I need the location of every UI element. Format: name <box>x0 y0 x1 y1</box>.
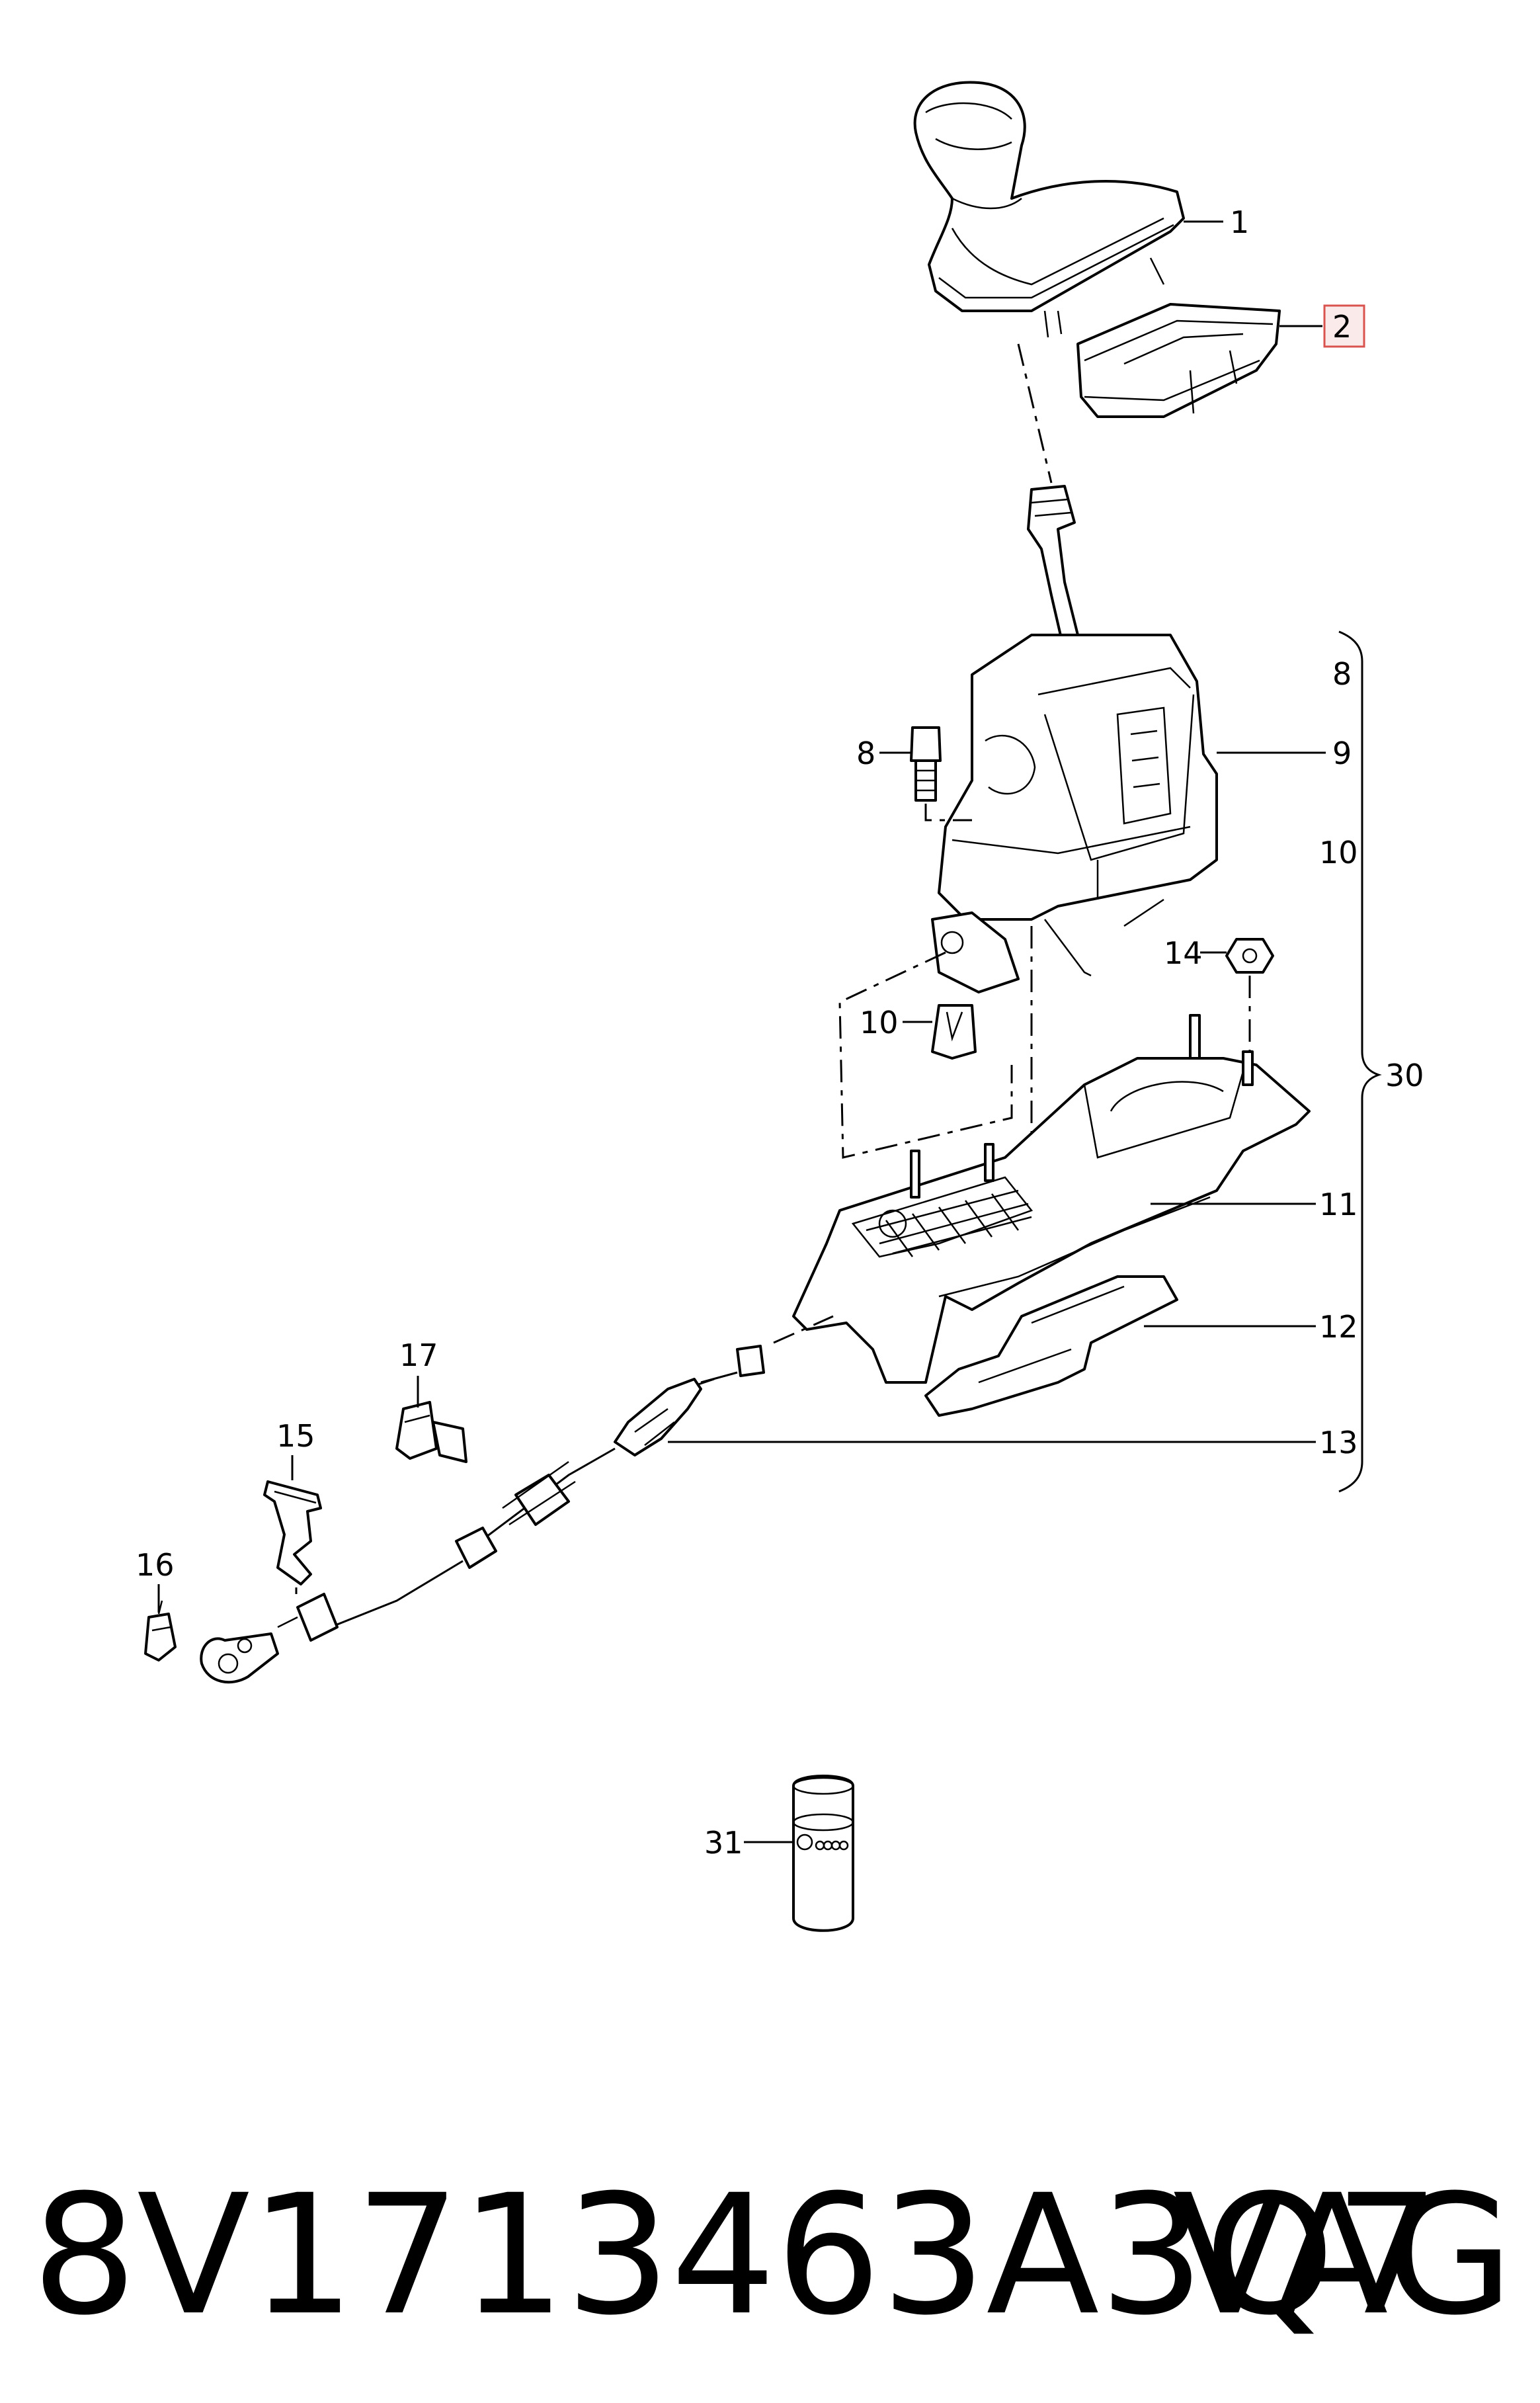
retaining-clip <box>931 1004 977 1060</box>
base-frame <box>792 1014 1311 1384</box>
insulation-pad <box>924 1275 1178 1417</box>
callout-15: 15 <box>276 1418 315 1454</box>
shift-cable <box>200 1315 834 1684</box>
assembly-bracket-30 <box>1338 630 1382 1493</box>
bracket-clip-15 <box>263 1480 322 1585</box>
shift-indicator-panel <box>1076 303 1281 418</box>
assembly-line-bolt <box>924 804 972 822</box>
callout-14: 14 <box>1164 935 1203 971</box>
callout-11: 11 <box>1319 1187 1358 1222</box>
bolt <box>910 726 942 802</box>
gear-knob-boot <box>913 81 1185 338</box>
assembly-line-knob-lever <box>1017 343 1053 484</box>
callout-30: 30 <box>1385 1058 1424 1093</box>
callout-10-right: 10 <box>1319 835 1358 870</box>
callout-31: 31 <box>704 1825 743 1861</box>
callout-2-highlight-box <box>1323 304 1365 348</box>
callout-2: 2 <box>1332 309 1352 345</box>
callout-1: 1 <box>1230 204 1249 240</box>
selector-lever-mechanism <box>931 485 1218 993</box>
callout-8-right: 8 <box>1332 656 1352 692</box>
callout-17: 17 <box>399 1337 438 1373</box>
nut <box>1225 938 1274 974</box>
callout-8-left: 8 <box>856 736 875 771</box>
brand-name: VAG <box>1172 2159 1514 2351</box>
callout-13: 13 <box>1319 1425 1358 1460</box>
cable-clip-16 <box>144 1600 177 1662</box>
callout-10-left: 10 <box>860 1005 899 1040</box>
callout-12: 12 <box>1319 1309 1358 1345</box>
callout-16: 16 <box>136 1547 175 1583</box>
cable-clip-17 <box>395 1401 467 1463</box>
part-number: 8V1713463A3Q7 <box>32 2159 1440 2351</box>
assembly-line-clip <box>838 951 1013 1159</box>
grease-tube <box>792 1775 854 1932</box>
callout-9: 9 <box>1332 736 1352 771</box>
